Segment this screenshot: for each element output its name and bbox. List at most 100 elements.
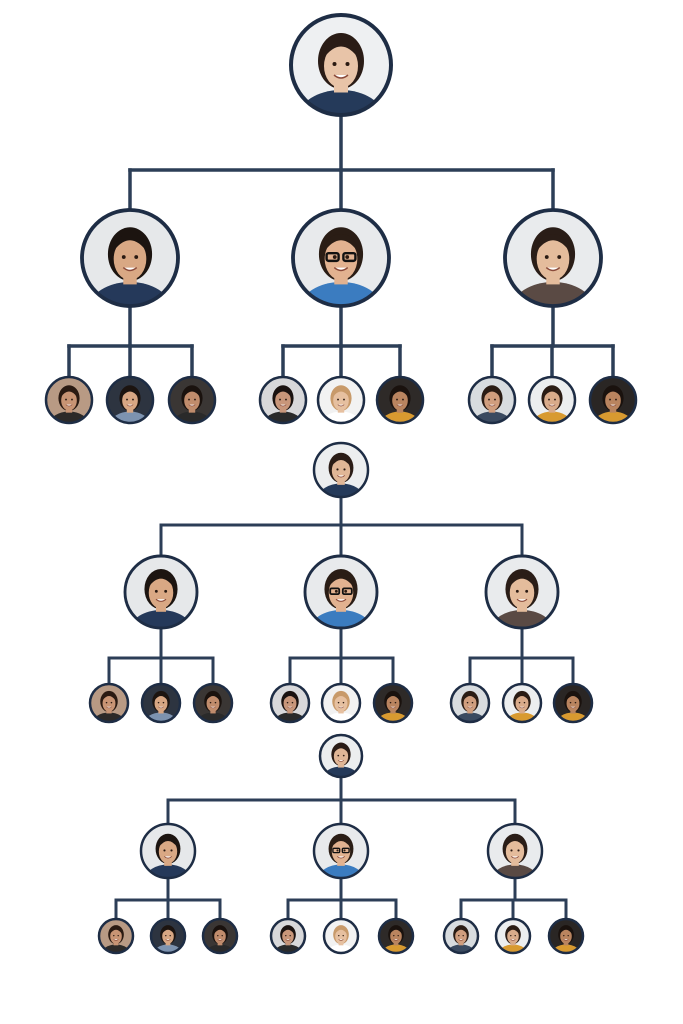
report-node-avatar[interactable]	[258, 375, 308, 437]
manager-node-avatar[interactable]	[503, 208, 603, 335]
report-node-avatar[interactable]	[149, 917, 187, 963]
manager-node-avatar[interactable]	[80, 208, 180, 335]
avatar-photo	[142, 684, 180, 722]
avatar-border	[322, 917, 360, 955]
avatar-border	[467, 375, 517, 425]
root-node-avatar[interactable]	[289, 13, 393, 145]
avatar-border	[192, 682, 234, 724]
avatar-border	[269, 917, 307, 955]
report-node-avatar[interactable]	[501, 682, 543, 733]
avatar-photo	[291, 15, 391, 115]
avatar-border	[258, 375, 308, 425]
avatar-photo	[305, 556, 377, 628]
manager-node-avatar[interactable]	[123, 554, 199, 650]
avatar-border	[269, 682, 311, 724]
report-node-avatar[interactable]	[201, 917, 239, 963]
report-node-avatar[interactable]	[467, 375, 517, 437]
avatar-border	[588, 375, 638, 425]
report-node-avatar[interactable]	[316, 375, 366, 437]
avatar-photo	[374, 684, 412, 722]
avatar-border	[372, 682, 414, 724]
avatar-border	[303, 554, 379, 630]
report-node-avatar[interactable]	[527, 375, 577, 437]
avatar-border	[289, 13, 393, 117]
avatar-border	[201, 917, 239, 955]
report-node-avatar[interactable]	[494, 917, 532, 963]
avatar-photo	[486, 556, 558, 628]
avatar-photo	[314, 443, 368, 497]
report-node-avatar[interactable]	[269, 682, 311, 733]
report-node-avatar[interactable]	[88, 682, 130, 733]
root-node-avatar[interactable]	[312, 441, 370, 513]
avatar-photo	[488, 824, 542, 878]
avatar-border	[501, 682, 543, 724]
avatar-photo	[469, 377, 515, 423]
avatar-border	[449, 682, 491, 724]
avatar-photo	[46, 377, 92, 423]
avatar-photo	[260, 377, 306, 423]
avatar-photo	[318, 377, 364, 423]
report-node-avatar[interactable]	[552, 682, 594, 733]
manager-node-avatar[interactable]	[484, 554, 560, 650]
manager-node-avatar[interactable]	[486, 822, 544, 894]
report-node-avatar[interactable]	[377, 917, 415, 963]
avatar-border	[312, 441, 370, 499]
manager-node-avatar[interactable]	[139, 822, 197, 894]
avatar-photo	[451, 684, 489, 722]
avatar-border	[377, 917, 415, 955]
root-node-avatar[interactable]	[318, 733, 364, 790]
avatar-border	[140, 682, 182, 724]
report-node-avatar[interactable]	[97, 917, 135, 963]
avatar-border	[484, 554, 560, 630]
avatar-border	[167, 375, 217, 425]
avatar-border	[494, 917, 532, 955]
report-node-avatar[interactable]	[588, 375, 638, 437]
avatar-border	[552, 682, 594, 724]
avatar-border	[503, 208, 603, 308]
avatar-border	[442, 917, 480, 955]
avatar-photo	[320, 735, 362, 777]
avatar-photo	[505, 210, 601, 306]
report-node-avatar[interactable]	[375, 375, 425, 437]
report-node-avatar[interactable]	[192, 682, 234, 733]
avatar-photo	[271, 684, 309, 722]
avatar-photo	[322, 684, 360, 722]
manager-node-avatar[interactable]	[312, 822, 370, 894]
avatar-border	[316, 375, 366, 425]
report-node-avatar[interactable]	[320, 682, 362, 733]
manager-node-avatar[interactable]	[291, 208, 391, 335]
report-node-avatar[interactable]	[372, 682, 414, 733]
avatar-photo	[503, 684, 541, 722]
avatar-border	[149, 917, 187, 955]
avatar-border	[291, 208, 391, 308]
report-node-avatar[interactable]	[140, 682, 182, 733]
avatar-border	[375, 375, 425, 425]
avatar-border	[312, 822, 370, 880]
avatar-photo	[107, 377, 153, 423]
avatar-photo	[125, 556, 197, 628]
avatar-border	[486, 822, 544, 880]
avatar-photo	[169, 377, 215, 423]
avatar-border	[547, 917, 585, 955]
avatar-photo	[90, 684, 128, 722]
report-node-avatar[interactable]	[322, 917, 360, 963]
report-node-avatar[interactable]	[442, 917, 480, 963]
report-node-avatar[interactable]	[449, 682, 491, 733]
avatar-border	[80, 208, 180, 308]
report-node-avatar[interactable]	[269, 917, 307, 963]
report-node-avatar[interactable]	[167, 375, 217, 437]
avatar-photo	[82, 210, 178, 306]
avatar-photo	[293, 210, 389, 306]
avatar-border	[123, 554, 199, 630]
manager-node-avatar[interactable]	[303, 554, 379, 650]
report-node-avatar[interactable]	[547, 917, 585, 963]
avatar-border	[318, 733, 364, 779]
avatar-photo	[194, 684, 232, 722]
avatar-border	[527, 375, 577, 425]
avatar-photo	[314, 824, 368, 878]
report-node-avatar[interactable]	[44, 375, 94, 437]
avatar-photo	[554, 684, 592, 722]
report-node-avatar[interactable]	[105, 375, 155, 437]
avatar-border	[97, 917, 135, 955]
